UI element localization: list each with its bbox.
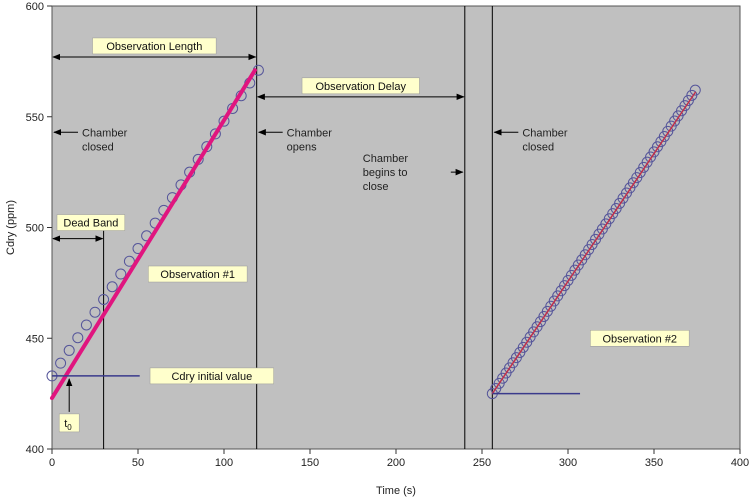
- observation-length-label: Observation Length: [106, 41, 202, 53]
- t0-subscript: 0: [67, 423, 72, 432]
- event-lines: [103, 6, 493, 449]
- cdry-initial-value-label: Cdry initial value: [171, 371, 252, 383]
- dead-band-label: Dead Band: [63, 218, 118, 230]
- x-tick-label: 50: [132, 457, 144, 469]
- obs1-point: [63, 344, 75, 356]
- x-tick-label: 350: [645, 457, 663, 469]
- obs1-point: [98, 293, 110, 305]
- chamber-closed-1-text: closed: [82, 141, 114, 153]
- observation-2-box: [590, 330, 690, 347]
- observation-1-box: [148, 265, 248, 283]
- obs1-point: [115, 268, 127, 280]
- obs1-point: [80, 319, 92, 331]
- observation-length-box: [92, 37, 217, 55]
- chamber-opens-text: opens: [287, 141, 317, 153]
- chamber-closed-1-text: Chamber: [82, 127, 128, 139]
- obs1-point: [89, 306, 101, 318]
- observation-delay-box: [301, 77, 420, 95]
- observation-delay-label: Observation Delay: [315, 81, 406, 93]
- y-tick-label: 550: [26, 112, 44, 124]
- chamber-closed-2-text: closed: [522, 141, 554, 153]
- chamber-opens-text: Chamber: [287, 127, 333, 139]
- t0-box: [58, 413, 80, 433]
- x-tick-label: 250: [473, 457, 491, 469]
- axis-ticks: 0 50 100 150 200 250 300 350 400 400 450 500 550 600: [26, 1, 750, 469]
- observation-1-label: Observation #1: [160, 269, 235, 281]
- x-tick-label: 400: [731, 457, 749, 469]
- chamber-begins-text: begins to: [363, 167, 408, 179]
- t0-label: t0: [64, 418, 72, 432]
- y-tick-label: 600: [26, 1, 44, 13]
- chamber-closed-2-text: Chamber: [522, 127, 568, 139]
- obs2-fit-line: [491, 91, 697, 395]
- obs1-fit-line: [50, 68, 257, 401]
- chamber-begins-text: close: [363, 181, 389, 193]
- obs2-point: [689, 84, 701, 96]
- y-axis-title: Cdry (ppm): [5, 200, 17, 255]
- x-tick-label: 300: [559, 457, 577, 469]
- obs1-point: [106, 281, 118, 293]
- x-tick-label: 100: [215, 457, 233, 469]
- y-tick-label: 500: [26, 223, 44, 235]
- chamber-begins-text: Chamber: [363, 153, 409, 165]
- x-tick-label: 0: [49, 457, 55, 469]
- obs1-point: [72, 332, 84, 344]
- obs1-point: [218, 115, 230, 127]
- observation-2-label: Observation #2: [602, 333, 677, 345]
- y-tick-label: 400: [26, 444, 44, 456]
- y-tick-label: 450: [26, 333, 44, 345]
- cdry-initial-value-box: [149, 367, 274, 385]
- x-tick-label: 150: [301, 457, 319, 469]
- dead-band-box: [56, 214, 126, 231]
- x-axis-title: Time (s): [376, 485, 416, 497]
- data-series: [46, 64, 701, 401]
- obs1-point: [55, 357, 67, 369]
- x-tick-label: 200: [387, 457, 405, 469]
- obs1-point: [209, 128, 221, 140]
